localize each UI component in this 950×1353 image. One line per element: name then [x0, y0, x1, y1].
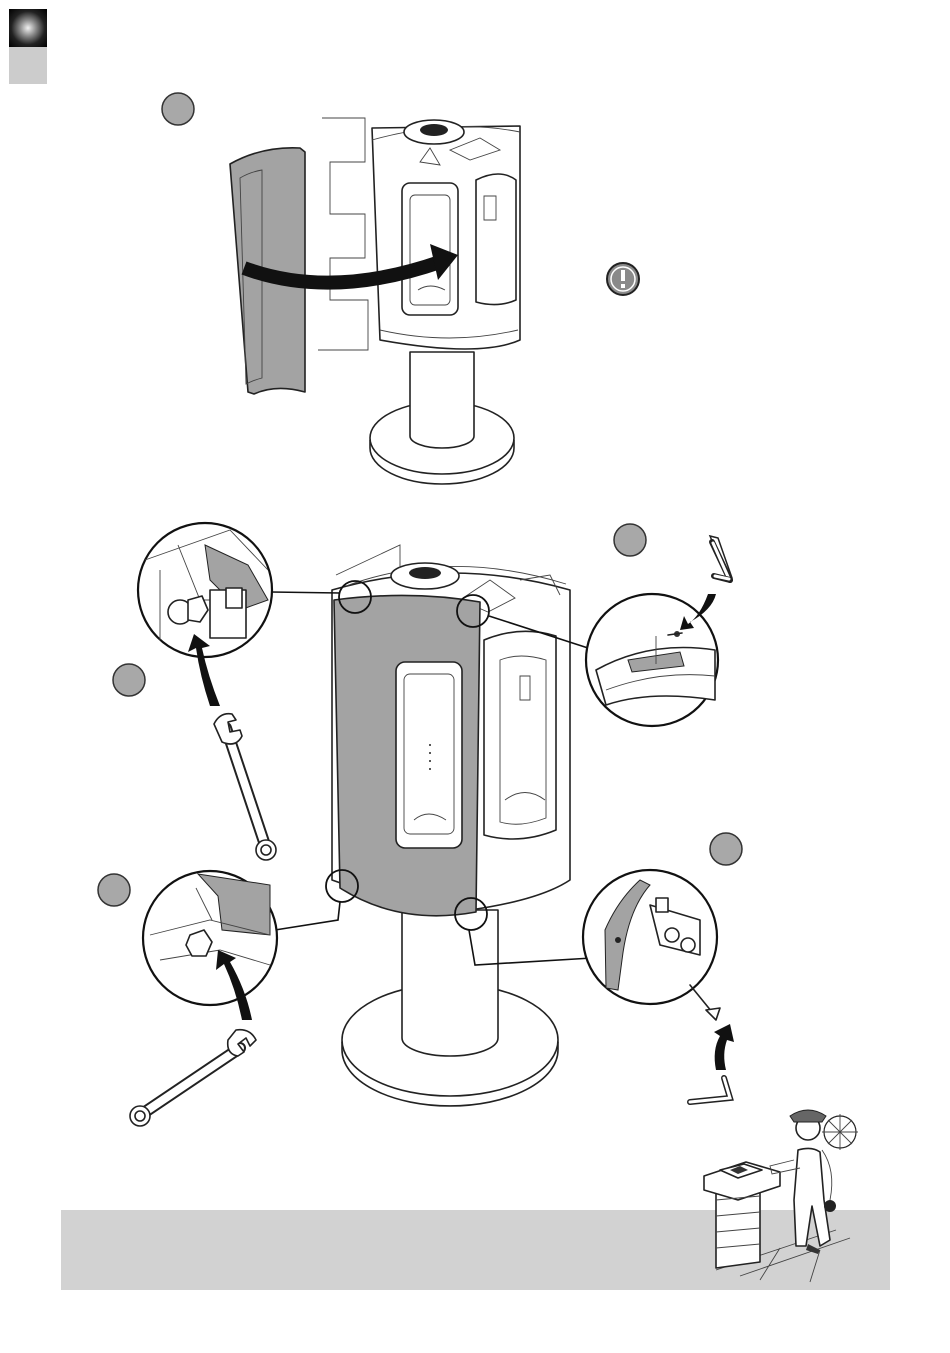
detail-top-right	[586, 594, 718, 726]
detail-top-left	[138, 523, 272, 657]
wrench-icon	[214, 714, 276, 860]
step-4-marker	[98, 874, 130, 906]
stove-top-figure	[230, 118, 520, 484]
screw-icon	[690, 985, 720, 1020]
leader-bottom-left	[275, 902, 340, 930]
arrow-up-right	[714, 1024, 734, 1070]
stove-main-figure	[326, 545, 570, 1106]
leader-top-left	[271, 592, 340, 593]
step-1-marker	[162, 93, 194, 125]
detail-bottom-right	[583, 870, 717, 1004]
step-3-marker	[113, 664, 145, 696]
chimney-sweep-illustration	[704, 1110, 858, 1282]
detail-bottom-left	[143, 871, 277, 1005]
wrench-lower-icon	[130, 1030, 256, 1126]
step-5-marker	[710, 833, 742, 865]
step-2-marker	[614, 524, 646, 556]
warning-icon	[607, 263, 639, 295]
